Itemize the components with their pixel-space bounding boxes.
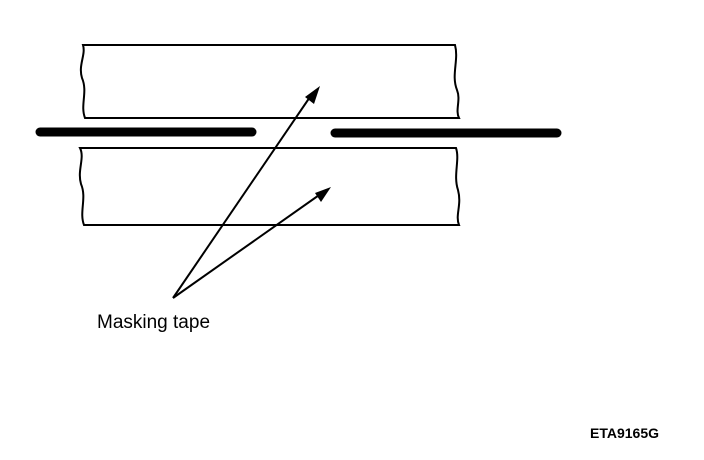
arrowhead-upper (305, 86, 320, 104)
leader-arrow-lower (172, 192, 323, 299)
arrowhead-lower (315, 187, 331, 202)
leader-arrow-upper (172, 93, 313, 299)
lower-panel (78, 147, 461, 226)
figure-code: ETA9165G (590, 425, 659, 441)
masking-tape-label: Masking tape (97, 312, 211, 333)
upper-panel (79, 44, 461, 119)
